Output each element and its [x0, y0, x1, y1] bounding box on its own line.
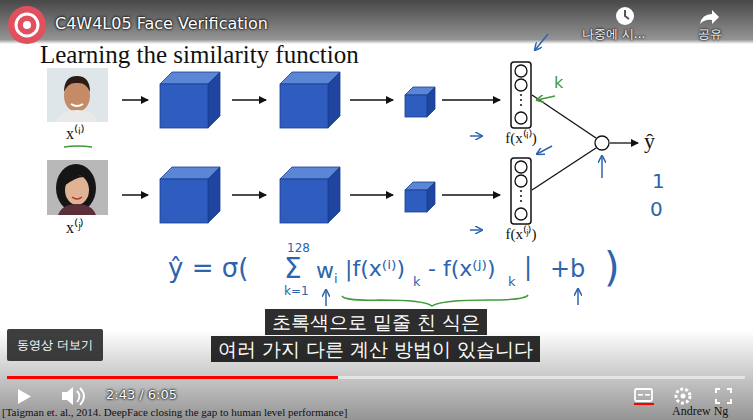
progress-track	[7, 376, 745, 379]
formula-part: +b	[550, 256, 585, 284]
progress-played	[7, 376, 338, 379]
subtitle-text: 여러 가지 다른 계산 방법이 있습니다	[218, 337, 533, 361]
formula-part: ŷ = σ(	[168, 254, 248, 284]
handwritten-note: k	[554, 74, 563, 92]
author-watermark: Andrew Ng	[672, 405, 728, 419]
formula-part: i	[334, 272, 338, 287]
face-photo	[47, 160, 108, 215]
green-underline	[64, 146, 92, 147]
formula-part: Σ	[284, 253, 302, 285]
slide-title: Learning the similarity function	[40, 42, 359, 68]
formula-part: )	[604, 244, 620, 290]
output-unit	[532, 95, 638, 190]
formula-part: |f(x⁽ⁱ⁾)	[345, 256, 405, 281]
formula-part: k	[413, 275, 421, 290]
formula-part: k	[508, 275, 516, 290]
handwritten-marks	[326, 34, 602, 306]
feature-vector	[510, 157, 532, 225]
subtitle-text: 초록색으로 밑줄 친 식은	[272, 310, 480, 334]
citation: [Taigman et. al., 2014. DeepFace closing…	[2, 406, 347, 419]
input-label: x⁽ⁱ⁾	[66, 125, 85, 143]
feature-cube	[160, 72, 435, 223]
video-title: C4W4L05 Face Verification	[55, 15, 268, 33]
formula-part: |	[524, 254, 532, 282]
watch-later-label: 나중에 시...	[582, 28, 645, 42]
formula-part: w	[316, 258, 334, 283]
bottom-overlay	[0, 330, 753, 420]
feature-vector-node: f(x⁽ⁱ⁾)	[481, 60, 561, 150]
watch-later-icon	[616, 7, 634, 25]
vector-label: f(x⁽ʲ⁾)	[481, 226, 561, 243]
input-label: x⁽ʲ⁾	[66, 219, 84, 237]
output-label: ŷ	[644, 128, 655, 153]
time-display: 2:43 / 6:05	[106, 388, 177, 403]
handwritten-note: 1	[652, 170, 665, 193]
formula-part: - f(x⁽ʲ⁾)	[428, 256, 496, 281]
handwritten-note: 0	[650, 198, 663, 221]
feature-vector	[510, 61, 532, 129]
button-label: 동영상 더보기	[17, 337, 93, 353]
share-label: 공유	[698, 28, 722, 42]
subtitle-box: 여러 가지 다른 계산 방법이 있습니다	[211, 336, 540, 362]
channel-logo	[8, 6, 46, 44]
more-videos-button: 동영상 더보기	[7, 329, 103, 361]
formula-part: k=1	[284, 285, 309, 299]
feature-vector-node: f(x⁽ʲ⁾)	[481, 156, 561, 246]
face-photo	[47, 68, 108, 122]
subtitle-box: 초록색으로 밑줄 친 식은	[265, 309, 487, 335]
player-controls	[18, 387, 731, 405]
vector-label: f(x⁽ⁱ⁾)	[481, 130, 561, 147]
share-icon	[700, 10, 719, 24]
top-overlay	[0, 0, 753, 44]
